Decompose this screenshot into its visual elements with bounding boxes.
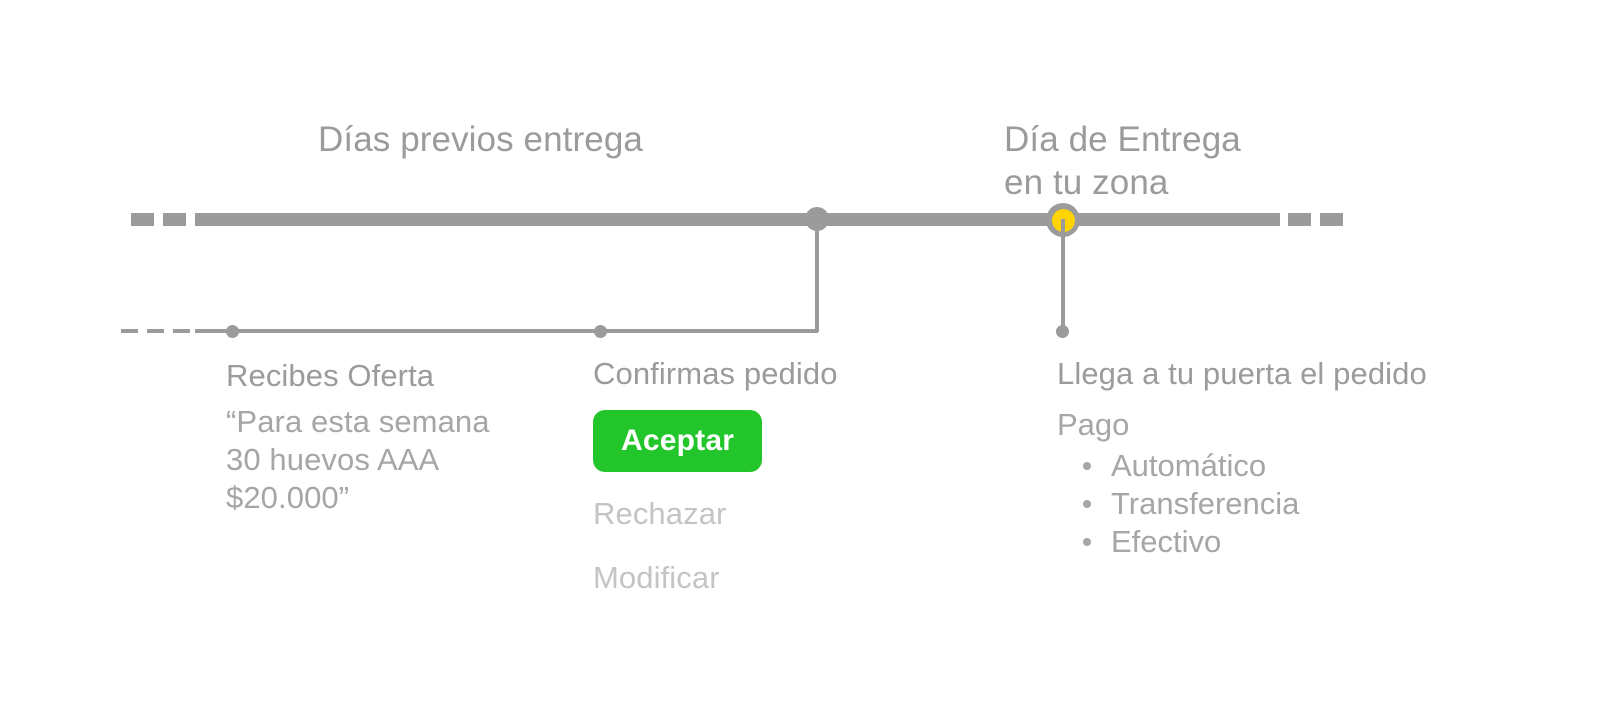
- payment-option[interactable]: Transferencia: [1083, 485, 1427, 523]
- rail-dash-left-1: [121, 329, 138, 333]
- payment-option[interactable]: Automático: [1083, 447, 1427, 485]
- payment-option-label: Efectivo: [1111, 524, 1222, 559]
- payment-label: Pago: [1057, 407, 1130, 442]
- phase-header-dias-previos: Días previos entrega: [318, 120, 643, 159]
- rechazar-button[interactable]: Rechazar: [593, 496, 727, 531]
- step-llega-pedido: Llega a tu puerta el pedido Pago Automát…: [1057, 354, 1427, 561]
- axis-dash-right-2: [1320, 213, 1343, 226]
- bullet-icon: [1083, 500, 1091, 508]
- step-confirmas-pedido: Confirmas pedido Aceptar Rechazar Modifi…: [593, 354, 838, 596]
- payment-option-label: Transferencia: [1111, 486, 1300, 521]
- bullet-icon: [1083, 538, 1091, 546]
- step-title-recibes-oferta: Recibes Oferta: [226, 358, 435, 393]
- connector-dia-entrega: [1061, 219, 1065, 332]
- payment-option-label: Automático: [1111, 448, 1267, 483]
- modificar-button[interactable]: Modificar: [593, 560, 720, 595]
- axis-dash-right-1: [1288, 213, 1311, 226]
- connector-confirmas-pedido: [815, 219, 819, 332]
- step-recibes-oferta: Recibes Oferta “Para esta semana 30 huev…: [226, 356, 490, 517]
- rail-dot-llega-pedido[interactable]: [1056, 325, 1069, 338]
- rail-dash-left-2: [147, 329, 164, 333]
- axis-dash-left-1: [131, 213, 154, 226]
- bullet-icon: [1083, 462, 1091, 470]
- payment-option[interactable]: Efectivo: [1083, 523, 1427, 561]
- step-title-confirmas-pedido: Confirmas pedido: [593, 356, 838, 391]
- step-body-recibes-oferta: “Para esta semana 30 huevos AAA $20.000”: [226, 404, 490, 515]
- aceptar-button[interactable]: Aceptar: [593, 410, 763, 472]
- rail-dot-confirmas-pedido[interactable]: [594, 325, 607, 338]
- lower-rail: [195, 329, 818, 333]
- step-title-llega-pedido: Llega a tu puerta el pedido: [1057, 356, 1427, 391]
- axis-dash-left-2: [163, 213, 186, 226]
- payment-options-list: Automático Transferencia Efectivo: [1057, 447, 1427, 561]
- phase-header-dia-entrega: Día de Entrega en tu zona: [1004, 120, 1241, 202]
- rail-dash-left-3: [173, 329, 190, 333]
- rail-dot-recibes-oferta[interactable]: [226, 325, 239, 338]
- timeline-axis: [195, 213, 1280, 226]
